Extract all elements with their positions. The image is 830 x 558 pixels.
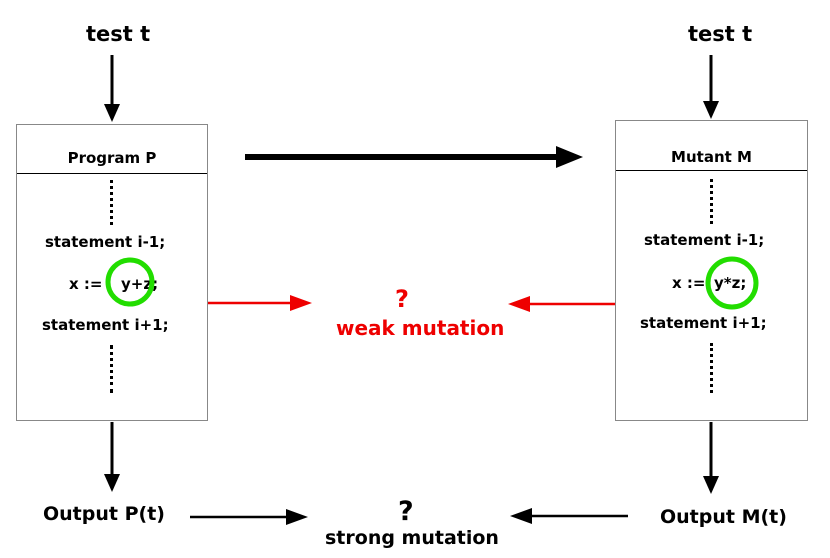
program-title-divider <box>17 173 207 174</box>
right-output-arrow <box>703 422 719 494</box>
program-bottom-ellipsis <box>110 345 113 393</box>
mutation-transform-arrow <box>245 146 583 168</box>
right-test-arrow <box>703 55 719 119</box>
strong-left-arrow <box>190 509 308 525</box>
mutant-assign-expr: y*z; <box>714 274 747 292</box>
right-test-label: test t <box>688 22 753 46</box>
program-assign-prefix: x := <box>69 275 103 293</box>
mutant-bottom-ellipsis <box>710 343 713 393</box>
weak-mutation-mark: ? <box>395 285 409 313</box>
mutant-assign-prefix: x := <box>672 274 706 292</box>
mutant-stmt-before: statement i-1; <box>644 231 765 249</box>
program-output: Output P(t) <box>43 503 165 525</box>
program-top-ellipsis <box>110 180 113 225</box>
program-assign-expr: y+z; <box>121 275 159 293</box>
program-box: Program P statement i-1; x := y+z; state… <box>16 124 208 421</box>
strong-mutation-label: strong mutation <box>325 527 499 549</box>
left-output-arrow <box>104 422 120 492</box>
program-stmt-after: statement i+1; <box>42 316 169 334</box>
mutant-top-ellipsis <box>710 179 713 224</box>
weak-mutation-label: weak mutation <box>336 316 505 340</box>
program-stmt-before: statement i-1; <box>45 233 166 251</box>
left-test-label: test t <box>86 22 151 46</box>
strong-mutation-mark: ? <box>398 496 414 527</box>
strong-right-arrow <box>510 508 628 524</box>
mutant-title-divider <box>616 170 807 171</box>
mutant-title: Mutant M <box>671 148 752 166</box>
mutant-box: Mutant M statement i-1; x := y*z; statem… <box>615 120 808 421</box>
mutant-stmt-after: statement i+1; <box>640 314 767 332</box>
mutant-output: Output M(t) <box>660 506 787 528</box>
left-test-arrow <box>104 55 120 122</box>
program-title: Program P <box>67 149 157 167</box>
